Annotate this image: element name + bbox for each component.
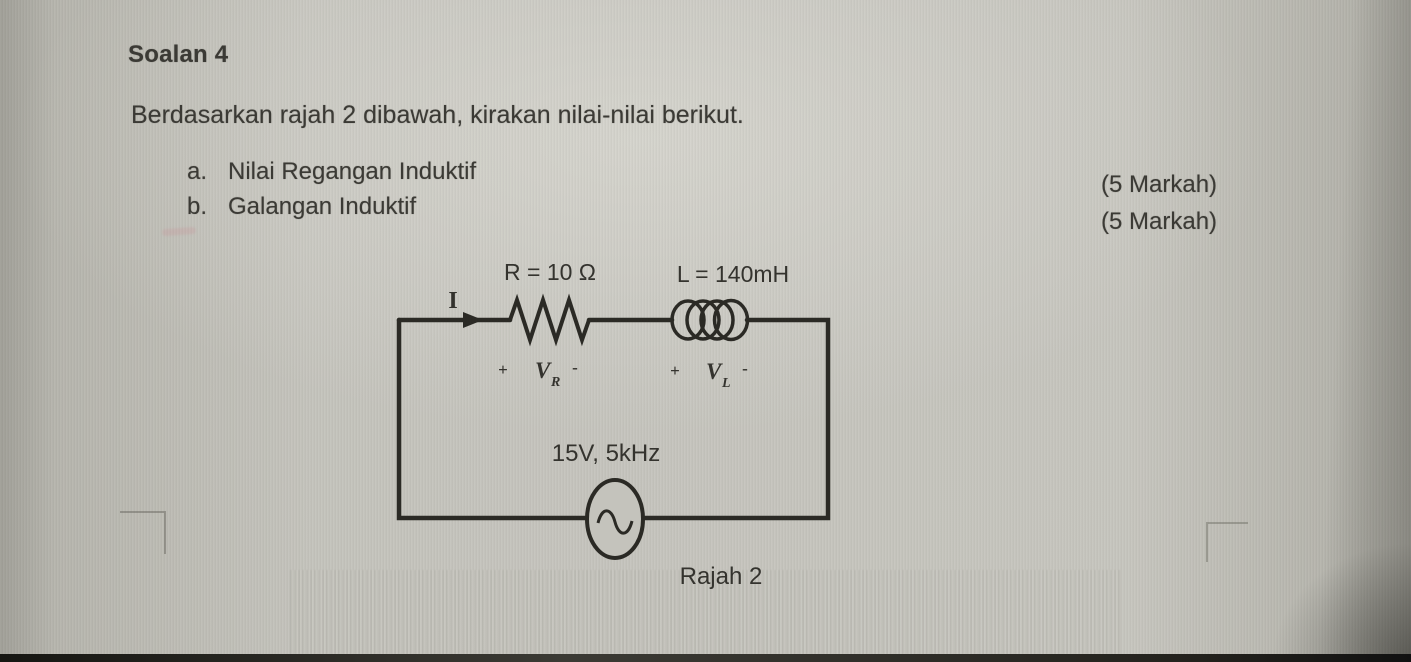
vl-polarity-label: + V L - — [670, 359, 748, 391]
inductor-symbol — [670, 298, 750, 342]
item-a-text: Nilai Regangan Induktif — [228, 158, 477, 185]
svg-text:L: L — [721, 376, 731, 391]
svg-text:+: + — [498, 360, 508, 379]
item-b-text: Galangan Induktif — [228, 193, 417, 220]
circuit-wires — [396, 293, 831, 521]
corner-mark-bottom-left — [120, 511, 166, 554]
question-intro: Berdasarkan rajah 2 dibawah, kirakan nil… — [131, 101, 744, 129]
svg-text:-: - — [572, 358, 578, 377]
vr-polarity-label: + V R - — [498, 358, 578, 390]
item-b-marks: (5 Markah) — [1101, 208, 1218, 235]
svg-text:-: - — [742, 359, 748, 378]
pink-smudge-mark — [161, 226, 197, 237]
current-label: I — [448, 288, 457, 314]
question-title: Soalan 4 — [128, 41, 229, 68]
svg-text:V: V — [706, 359, 723, 384]
source-value-label: 15V, 5kHz — [552, 440, 661, 467]
resistor-symbol — [508, 293, 591, 347]
circuit-diagram: R = 10 Ω L = 140mH I + V R - + V L - 15V… — [396, 259, 831, 590]
bottom-right-corner-shadow — [1271, 542, 1411, 662]
item-a-marks: (5 Markah) — [1101, 171, 1218, 198]
svg-text:V: V — [535, 358, 552, 383]
item-a-label: a. — [187, 158, 208, 185]
current-arrow-icon — [463, 312, 483, 328]
resistor-value-label: R = 10 Ω — [504, 259, 596, 285]
svg-text:+: + — [670, 361, 680, 380]
corner-mark-bottom-right — [1206, 522, 1248, 562]
figure-caption: Rajah 2 — [680, 563, 763, 590]
wire-loop — [396, 317, 831, 521]
bottom-screen-bezel — [0, 654, 1411, 662]
inductor-value-label: L = 140mH — [677, 261, 789, 287]
svg-text:R: R — [550, 375, 560, 390]
right-edge-shadow — [1316, 0, 1411, 662]
sine-wave-icon — [596, 509, 634, 535]
item-b-label: b. — [187, 193, 208, 220]
